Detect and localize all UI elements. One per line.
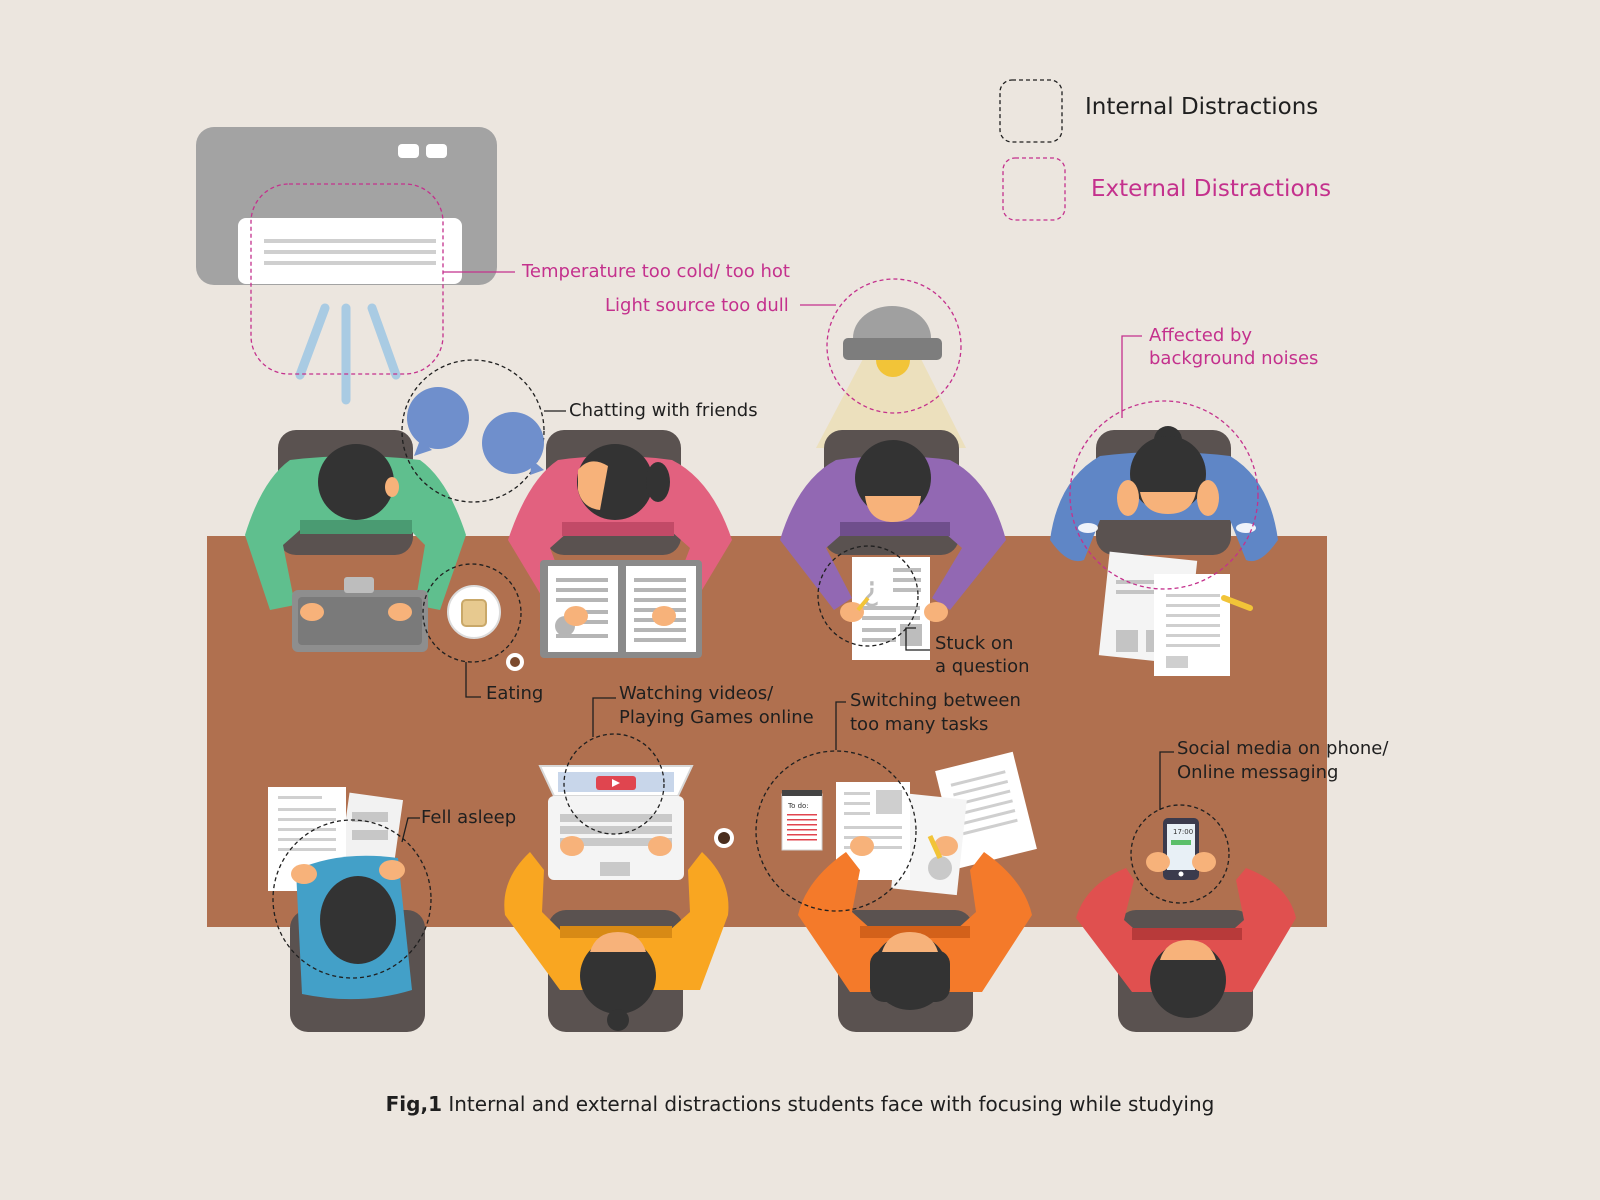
label-noise-line2: background noises bbox=[1149, 348, 1319, 369]
phone-time: 17:00 bbox=[1173, 828, 1193, 836]
smartphone-icon: 17:00 bbox=[1146, 818, 1216, 880]
label-light: Light source too dull bbox=[605, 295, 789, 316]
label-switching-line1: Switching between bbox=[850, 690, 1021, 711]
external-leaders bbox=[443, 271, 1142, 418]
snack-plate-icon bbox=[447, 585, 501, 639]
label-videos-line2: Playing Games online bbox=[619, 707, 814, 728]
student-green bbox=[245, 444, 466, 610]
hands-green bbox=[300, 603, 412, 621]
label-noise-line1: Affected by bbox=[1149, 325, 1253, 346]
label-videos-line1: Watching videos/ bbox=[619, 683, 774, 704]
legend-internal-swatch bbox=[999, 79, 1063, 143]
student-pink bbox=[508, 444, 732, 610]
label-eating: Eating bbox=[486, 683, 544, 704]
todo-title: To do: bbox=[787, 802, 809, 810]
marker-videos bbox=[563, 733, 665, 835]
air-conditioner-icon bbox=[196, 127, 497, 405]
student-teal-asleep bbox=[291, 855, 412, 1000]
marker-temperature bbox=[250, 183, 444, 375]
question-paper-icon: ¿ bbox=[840, 557, 948, 660]
lamp-icon bbox=[816, 306, 966, 448]
label-social-line1: Social media on phone/ bbox=[1177, 738, 1389, 759]
student-purple bbox=[780, 440, 1006, 610]
many-papers-icon bbox=[836, 751, 1037, 896]
legend-external-label: External Distractions bbox=[1091, 176, 1332, 202]
legend-external-swatch bbox=[1002, 157, 1066, 221]
student-red bbox=[1076, 868, 1296, 1018]
legend-internal-label: Internal Distractions bbox=[1085, 94, 1319, 120]
marker-asleep bbox=[272, 819, 432, 979]
external-markers bbox=[250, 157, 1259, 590]
label-chatting: Chatting with friends bbox=[569, 400, 758, 421]
coffee-cup-icon-2 bbox=[714, 828, 734, 848]
label-stuck-line1: Stuck on bbox=[935, 633, 1014, 654]
label-asleep: Fell asleep bbox=[421, 807, 517, 828]
label-stuck-line2: a question bbox=[935, 656, 1030, 677]
todo-notepad-icon: To do: bbox=[781, 790, 823, 851]
student-orange bbox=[798, 834, 1032, 1010]
marker-noise bbox=[1069, 400, 1259, 590]
label-switching-line2: too many tasks bbox=[850, 714, 989, 735]
label-social-line2: Online messaging bbox=[1177, 762, 1339, 783]
internal-markers bbox=[272, 79, 1230, 979]
marker-eating bbox=[422, 563, 522, 663]
marker-chatting bbox=[401, 359, 545, 503]
video-laptop-icon bbox=[538, 765, 694, 880]
internal-leaders bbox=[401, 410, 1174, 843]
figure-caption: Fig,1 Internal and external distractions… bbox=[0, 1092, 1600, 1116]
speech-bubbles-icon bbox=[407, 387, 544, 475]
caption-text: Internal and external distractions stude… bbox=[442, 1092, 1215, 1116]
student-yellow bbox=[504, 836, 729, 1031]
label-temperature: Temperature too cold/ too hot bbox=[522, 261, 790, 282]
caption-prefix: Fig,1 bbox=[385, 1092, 442, 1116]
open-book-icon bbox=[540, 560, 702, 658]
marker-switching bbox=[755, 750, 917, 912]
marker-light bbox=[826, 278, 962, 414]
coffee-cup-icon bbox=[506, 653, 524, 671]
student-blue bbox=[1050, 426, 1278, 562]
marker-social bbox=[1130, 804, 1230, 904]
marker-stuck bbox=[817, 545, 919, 647]
